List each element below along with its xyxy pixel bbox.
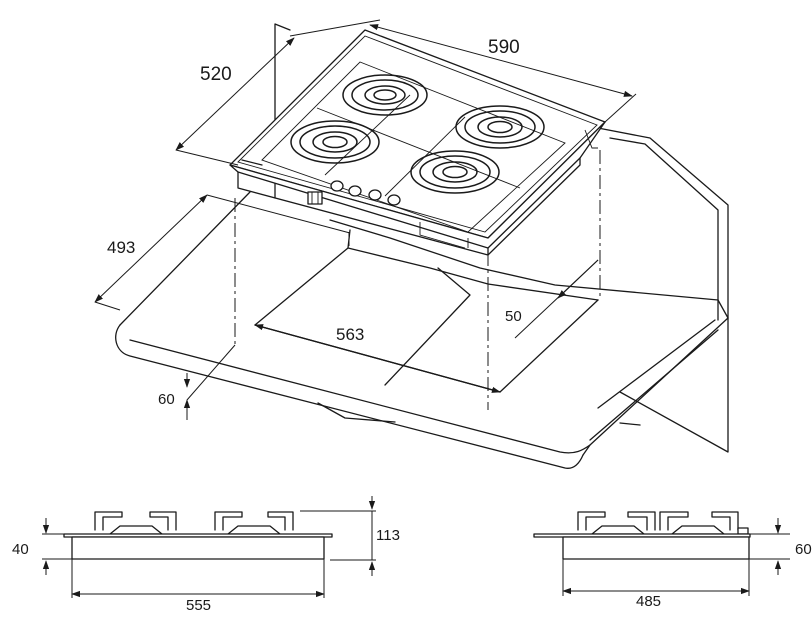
burner-back-right — [455, 105, 545, 149]
dim-label-113: 113 — [376, 527, 400, 544]
dimension-50: 50 — [505, 259, 599, 339]
dim-label-563: 563 — [336, 325, 364, 344]
dim-label-493: 493 — [107, 238, 135, 257]
dim-label-555: 555 — [186, 597, 211, 614]
front-view: 40 113 555 — [12, 496, 400, 614]
control-knobs — [330, 180, 401, 206]
dimension-520: 520 — [175, 37, 295, 166]
dim-label-520: 520 — [200, 64, 232, 85]
dimension-493: 493 — [94, 194, 351, 311]
dim-label-485: 485 — [636, 593, 661, 610]
dim-label-590: 590 — [488, 37, 520, 58]
dim-label-60: 60 — [158, 391, 175, 408]
dimension-60-worktop: 60 — [158, 344, 236, 420]
dim-label-60-side: 60 — [795, 541, 812, 558]
dim-label-50: 50 — [505, 308, 522, 325]
hob-3d — [229, 29, 606, 256]
dim-label-40: 40 — [12, 541, 29, 558]
dimension-563: 563 — [254, 324, 501, 393]
dimension-590: 590 — [289, 19, 637, 123]
side-view: 485 60 — [533, 511, 812, 610]
burner-front-right — [410, 150, 500, 194]
